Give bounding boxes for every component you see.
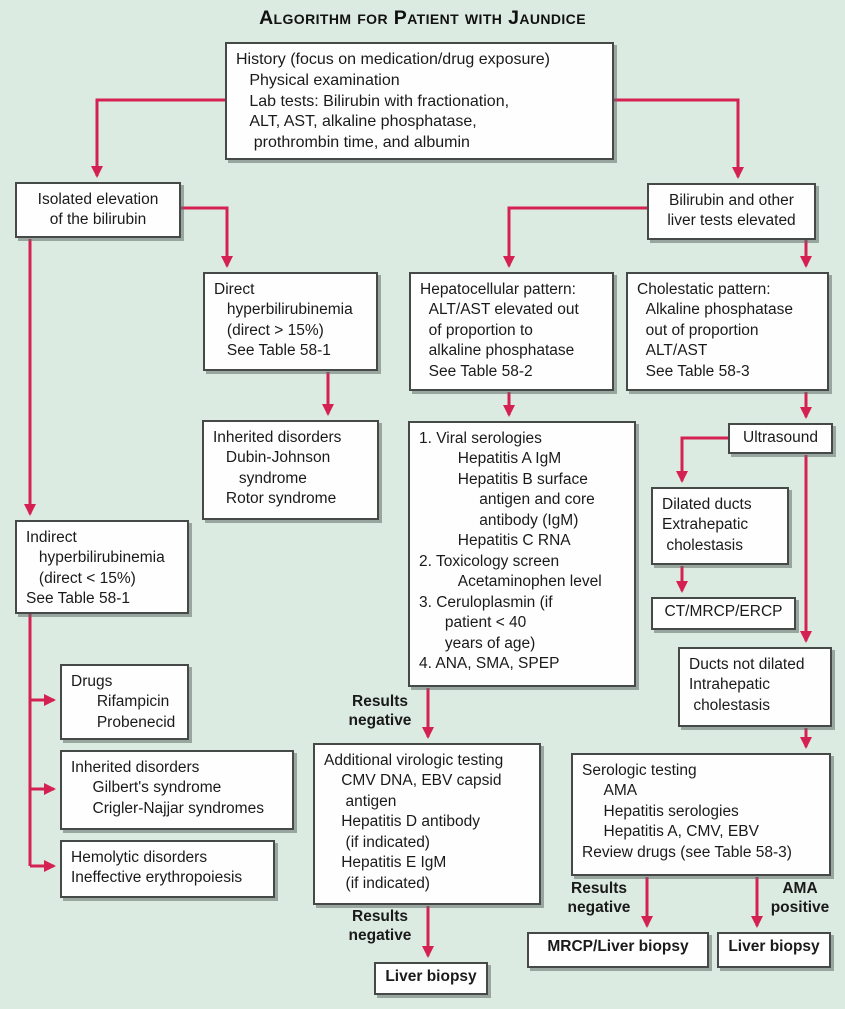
box-hemolytic-disorders: Hemolytic disorders Ineffective erythrop… (60, 840, 275, 898)
box-serologic-testing: Serologic testing AMA Hepatitis serologi… (571, 753, 831, 876)
box-indirect-hyperbilirubinemia: Indirect hyperbilirubinemia (direct < 15… (15, 520, 189, 614)
label-results-negative-3: Results negative (567, 880, 631, 916)
label-ama-positive: AMA positive (770, 880, 830, 916)
label-results-negative-2: Results negative (348, 908, 412, 944)
box-hepatocellular-pattern: Hepatocellular pattern: ALT/AST elevated… (409, 272, 614, 391)
page-title: Algorithm for Patient with Jaundice (259, 7, 586, 29)
arrow-isolated-to-direct (181, 206, 233, 268)
arrow-history-to-bilirubin-elevated (613, 98, 744, 179)
box-inherited-gilbert-crigler: Inherited disorders Gilbert's syndrome C… (60, 750, 294, 830)
arrow-history-to-isolated (91, 98, 225, 178)
box-hepatocellular-workup: 1. Viral serologies Hepatitis A IgM Hepa… (408, 421, 636, 687)
box-drugs: Drugs Rifampicin Probenecid (60, 664, 189, 740)
arrow-bilirubin-to-hepatocellular (503, 206, 647, 268)
box-ct-mrcp-ercp: CT/MRCP/ERCP (651, 597, 796, 630)
box-history-workup: History (focus on medication/drug exposu… (225, 42, 614, 160)
box-inherited-dubin-rotor: Inherited disorders Dubin-Johnson syndro… (202, 420, 379, 520)
box-bilirubin-elevated: Bilirubin and other liver tests elevated (647, 183, 816, 240)
box-liver-biopsy-middle: Liver biopsy (374, 962, 488, 995)
box-ducts-not-dilated: Ducts not dilated Intrahepatic cholestas… (678, 647, 832, 727)
box-mrcp-liver-biopsy: MRCP/Liver biopsy (527, 932, 709, 968)
box-cholestatic-pattern: Cholestatic pattern: Alkaline phosphatas… (626, 272, 829, 391)
box-additional-virologic-testing: Additional virologic testing CMV DNA, EB… (313, 743, 541, 905)
box-liver-biopsy-right: Liver biopsy (717, 932, 831, 968)
box-dilated-ducts: Dilated ducts Extrahepatic cholestasis (651, 487, 789, 565)
box-ultrasound: Ultrasound (728, 423, 833, 454)
box-direct-hyperbilirubinemia: Direct hyperbilirubinemia (direct > 15%)… (203, 272, 378, 371)
box-isolated-elevation: Isolated elevation of the bilirubin (15, 182, 181, 238)
arrow-ultrasound-to-dilated (676, 436, 728, 483)
label-results-negative-1: Results negative (348, 693, 412, 729)
